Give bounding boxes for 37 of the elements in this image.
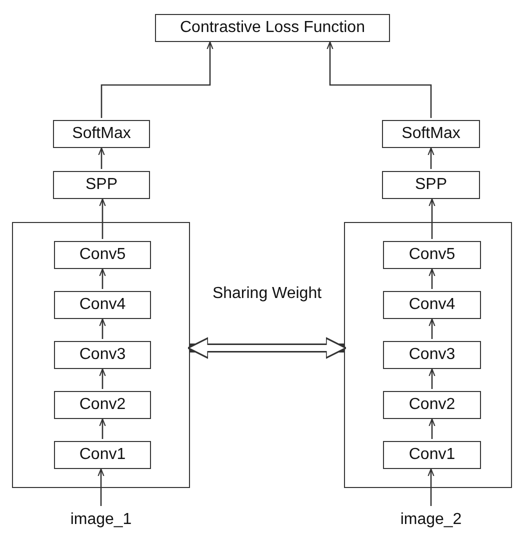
arrow bbox=[428, 368, 436, 389]
layer-box: Conv2 bbox=[383, 391, 481, 419]
arrow bbox=[99, 418, 106, 439]
arrow bbox=[99, 198, 106, 239]
layer-box: SoftMax bbox=[382, 120, 480, 148]
arrow bbox=[428, 468, 434, 506]
layer-box: Conv1 bbox=[54, 441, 151, 469]
input-label: image_1 bbox=[61, 508, 141, 532]
input-label: image_2 bbox=[391, 508, 471, 532]
double-arrow bbox=[187, 337, 347, 359]
layer-box: Conv3 bbox=[383, 341, 481, 369]
arrow bbox=[100, 41, 214, 118]
layer-box: Contrastive Loss Function bbox=[155, 14, 390, 42]
layer-box: Conv1 bbox=[383, 441, 481, 469]
edge-label: Sharing Weight bbox=[211, 284, 323, 304]
arrow bbox=[428, 268, 436, 289]
arrow bbox=[99, 268, 106, 289]
layer-box: Conv5 bbox=[54, 241, 151, 269]
network-frame bbox=[344, 222, 512, 488]
arrow bbox=[99, 368, 106, 389]
arrow bbox=[428, 418, 436, 439]
layer-box: Conv3 bbox=[54, 341, 151, 369]
layer-box: SoftMax bbox=[53, 120, 150, 148]
arrow bbox=[99, 318, 106, 339]
arrow bbox=[428, 198, 436, 239]
arrow bbox=[428, 147, 434, 169]
arrow bbox=[428, 318, 436, 339]
layer-box: Conv5 bbox=[383, 241, 481, 269]
arrow bbox=[98, 468, 104, 506]
network-frame bbox=[12, 222, 190, 488]
layer-box: Conv4 bbox=[383, 291, 481, 319]
layer-box: Conv4 bbox=[54, 291, 151, 319]
layer-box: Conv2 bbox=[54, 391, 151, 419]
arrow bbox=[326, 41, 432, 118]
arrow bbox=[98, 147, 105, 169]
layer-box: SPP bbox=[53, 171, 150, 199]
layer-box: SPP bbox=[382, 171, 480, 199]
